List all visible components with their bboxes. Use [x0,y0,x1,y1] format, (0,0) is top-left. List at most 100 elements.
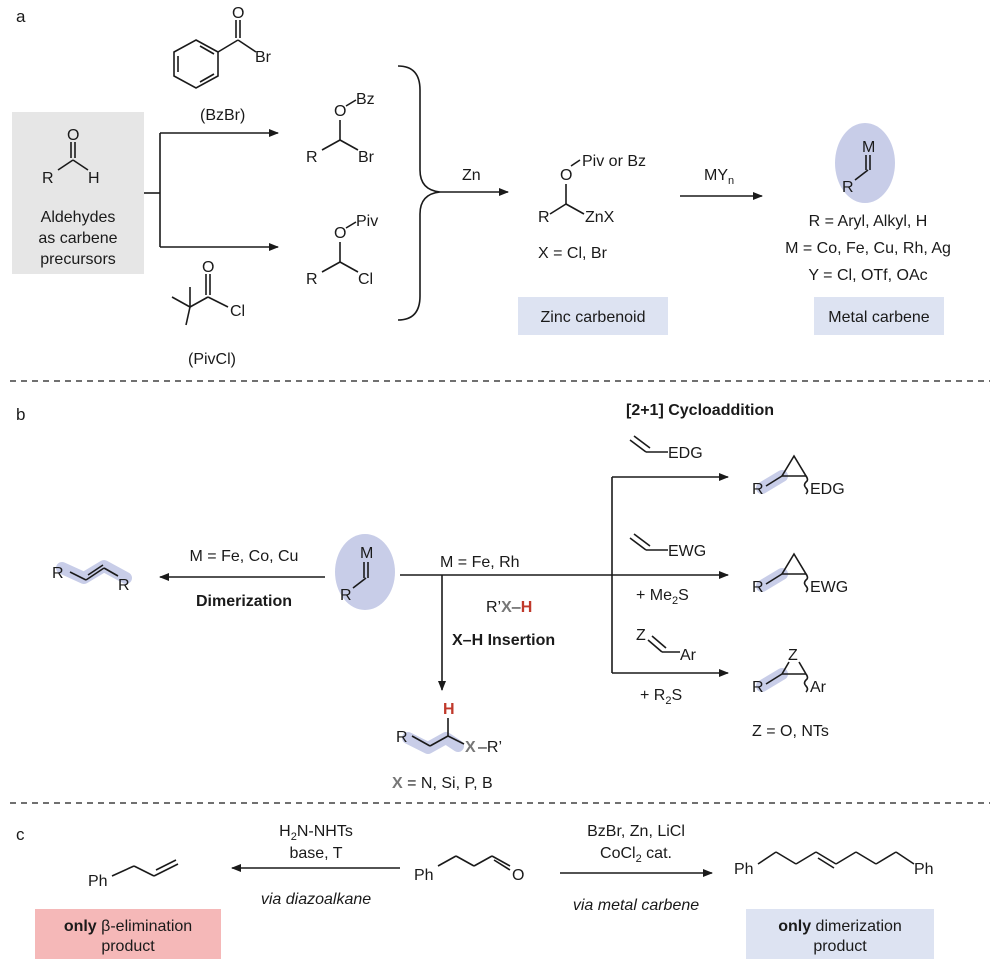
diazo-via: via diazoalkane [261,891,371,908]
edg-product-r: R [752,481,764,498]
diazo-conditions: base, T [289,845,342,862]
start-o: O [512,867,524,884]
carbene-def-y: Y = Cl, OTf, OAc [808,267,927,284]
z-ring [765,661,809,693]
z-additive: + R2S [640,687,682,707]
insertion-product-h: H [443,701,455,718]
edg-reagent: EDG [668,445,703,462]
insertion-highlight [402,732,464,754]
insertion-product-x: X [465,739,476,756]
carbene-structure-b [352,562,369,589]
dimerization-label: Dimerization [196,593,292,610]
z-product-z: Z [788,647,798,664]
zn-label: Zn [462,167,481,184]
dimer-product-c [757,851,915,869]
aldehyde-structure [57,142,89,171]
beta-elimination-line1: only β-elimination [64,918,192,935]
dimer-c-ph1: Ph [734,861,754,878]
ewg-cyclopropane [765,552,809,593]
carbenoid-r: R [538,209,550,226]
product-piv-structure [321,221,359,273]
pivcl-o: O [202,259,214,276]
carbene-m-b: M [360,545,373,562]
product-bz-br: Br [358,149,375,166]
edg-olefin [629,435,668,453]
carbenoid-box-label: Zinc carbenoid [541,309,646,326]
dimerization-conditions: M = Fe, Co, Cu [190,548,299,565]
bzbr-structure [173,20,257,89]
carbene-m-a: M [862,139,875,156]
carbenoid-box [518,297,668,335]
panel-label-a: a [16,7,26,26]
dimer-structure [69,564,119,581]
carbene-highlight-a [835,123,895,203]
z-olefin [647,635,680,653]
dimerization-product-line2: product [813,938,867,955]
insertion-conditions: M = Fe, Rh [440,554,520,571]
dimer-r1: R [52,565,64,582]
z-reagent-ar: Ar [680,647,697,664]
panel-label-c: c [16,825,25,844]
product-piv-o: O [334,225,346,242]
dimer-c-ph2: Ph [914,861,934,878]
dimer-r2: R [118,577,130,594]
panel-label-b: b [16,405,25,424]
cyclo-arrows [400,473,729,691]
aldehyde-box [12,112,144,274]
z-product-r: R [752,679,764,696]
dimerization-product-box [746,909,934,959]
insertion-label: X–H Insertion [452,632,555,649]
curly-brace [397,65,441,321]
insertion-x-def: X = N, Si, P, B [392,775,493,792]
myn-label: MYn [704,167,734,187]
carbene-via: via metal carbene [573,897,699,914]
ewg-product: EWG [810,579,848,596]
aldehyde-caption-2: as carbene [38,230,117,247]
start-ph: Ph [414,867,434,884]
carbene-highlight-b [335,534,395,610]
dimerization-product-line1: only dimerization [778,918,902,935]
bzbr-label: (BzBr) [200,107,245,124]
insertion-product-r2: –R’ [478,739,502,756]
carbenoid-znx: ZnX [585,209,615,226]
carbene-structure-a [854,155,871,181]
product-bz-bz: Bz [356,91,375,108]
bzbr-o: O [232,5,244,22]
beta-elimination-line2: product [101,938,155,955]
carbene-def-m: M = Co, Fe, Cu, Rh, Ag [785,240,951,257]
insertion-reagent: R’X–H [486,599,532,616]
edg-product: EDG [810,481,845,498]
metal-carbene-box [814,297,944,335]
ewg-olefin [629,533,668,551]
diazo-reagent: H2N-NHTs [279,823,353,843]
ewg-reagent: EWG [668,543,706,560]
ewg-additive: + Me2S [636,587,689,607]
edg-cyclopropane [765,454,809,495]
carbene-r-b: R [340,587,352,604]
carbenoid-x-def: X = Cl, Br [538,245,608,262]
product-bz-structure [321,99,359,151]
aldehyde-caption-1: Aldehydes [41,209,116,226]
insertion-product-r: R [396,729,408,746]
aldehyde-caption-3: precursors [40,251,116,268]
pivcl-label: (PivCl) [188,351,236,368]
product-piv-r: R [306,271,318,288]
allylbenzene [111,859,179,877]
product-bz-r: R [306,149,318,166]
pivcl-structure [171,274,229,326]
z-product-ar: Ar [810,679,827,696]
carbenoid-o: O [560,167,572,184]
metal-carbene-box-label: Metal carbene [828,309,929,326]
aldehyde-h: H [88,170,100,187]
aldehyde-o: O [67,127,79,144]
carbene-conditions-1: BzBr, Zn, LiCl [587,823,685,840]
allyl-ph: Ph [88,873,108,890]
aldehyde-r: R [42,170,54,187]
beta-elimination-box [35,909,221,959]
carbene-conditions-2: CoCl2 cat. [600,845,672,865]
product-piv-piv: Piv [356,213,378,230]
carbene-def-r: R = Aryl, Alkyl, H [809,213,928,230]
insertion-structure [411,718,465,747]
